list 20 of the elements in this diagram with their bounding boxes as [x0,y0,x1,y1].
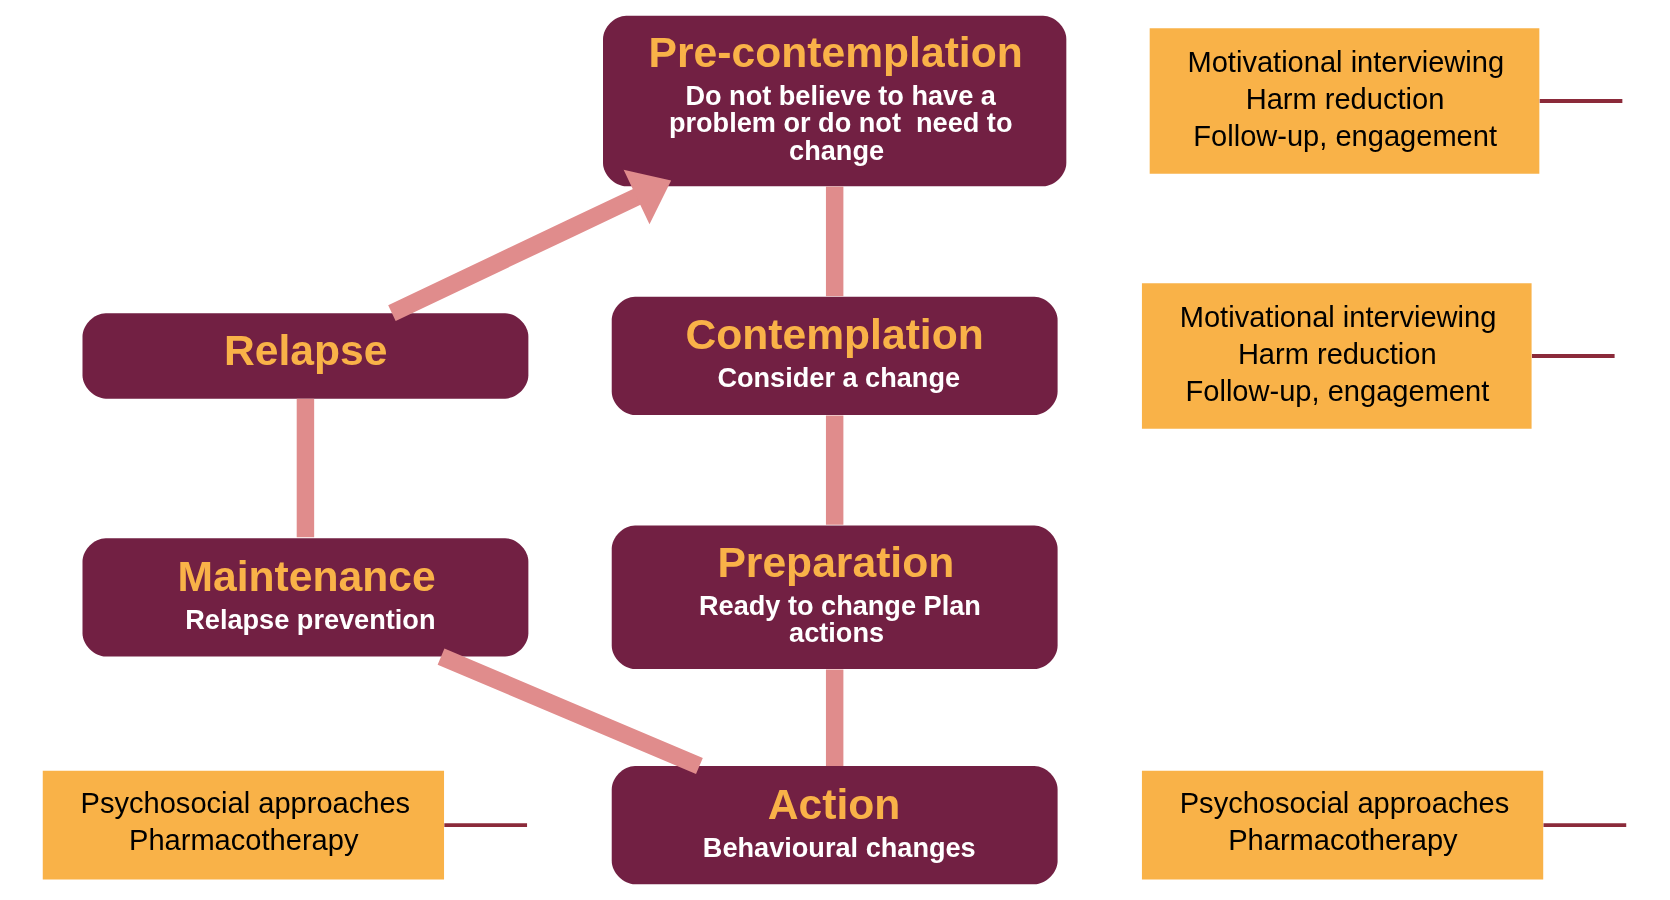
node-box: Action Behavioural changes [611,766,1058,885]
connector [1539,99,1622,103]
connector [1543,823,1626,828]
node-box: Motivational interviewing Harm reduction Follow-up, engagement [1141,283,1532,429]
connector [443,823,527,828]
node-box: Psychosocial approaches Pharmacotherapy [42,770,444,880]
node-box: Preparation Ready to change Plan actions [611,525,1058,670]
connector [825,669,843,766]
connector [825,186,843,297]
node-box: Maintenance Relapse prevention [82,538,528,657]
arrow [387,169,671,321]
node-box: Motivational interviewing Harm reduction Follow-up, engagement [1149,28,1539,174]
node-box: Psychosocial approaches Pharmacotherapy [1141,770,1543,880]
node-box: Relapse [82,313,528,399]
connector [437,648,703,774]
node-box: Contemplation Consider a change [611,296,1058,416]
connector [825,415,843,525]
connector [1531,354,1615,358]
connector [296,398,314,538]
node-box: Pre-contemplation Do not believe to have a problem or do not need to change [602,15,1066,187]
